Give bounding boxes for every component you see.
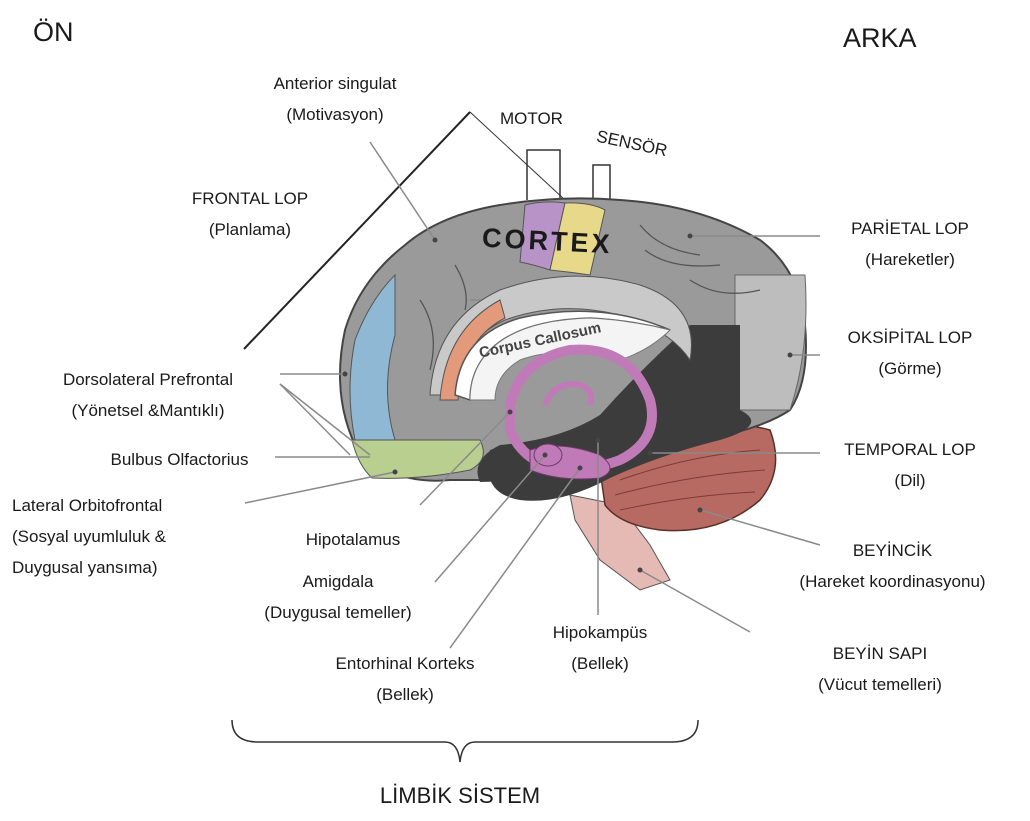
label-dorsolateral: Dorsolateral Prefrontal (Yönetsel &Mantı… xyxy=(18,364,278,426)
label-bulbus: Bulbus Olfactorius xyxy=(82,444,277,475)
front-label: ÖN xyxy=(33,16,74,48)
label-hippocampus: Hipokampüs (Bellek) xyxy=(530,617,670,679)
label-hypothalamus: Hipotalamus xyxy=(278,524,428,555)
back-label: ARKA xyxy=(843,22,917,54)
limbic-system-title: LİMBİK SİSTEM xyxy=(335,780,585,811)
motor-bracket xyxy=(527,150,560,200)
label-brainstem: BEYİN SAPI (Vücut temelleri) xyxy=(780,638,980,700)
label-parietal: PARİETAL LOP (Hareketler) xyxy=(820,213,1000,275)
label-frontal-lobe: FRONTAL LOP (Planlama) xyxy=(170,183,330,245)
label-temporal: TEMPORAL LOP (Dil) xyxy=(820,434,1000,496)
label-occipital: OKSİPİTAL LOP (Görme) xyxy=(820,322,1000,384)
motor-label: MOTOR xyxy=(500,103,563,134)
label-orbitofrontal: Lateral Orbitofrontal (Sosyal uyumluluk … xyxy=(12,490,232,583)
limbic-brace xyxy=(232,720,698,762)
label-entorhinal: Entorhinal Korteks (Bellek) xyxy=(300,648,510,710)
label-anterior-cingulate: Anterior singulat (Motivasyon) xyxy=(240,68,430,130)
label-amygdala: Amigdala (Duygusal temeller) xyxy=(228,566,448,628)
label-cerebellum: BEYİNCİK (Hareket koordinasyonu) xyxy=(760,535,1025,597)
